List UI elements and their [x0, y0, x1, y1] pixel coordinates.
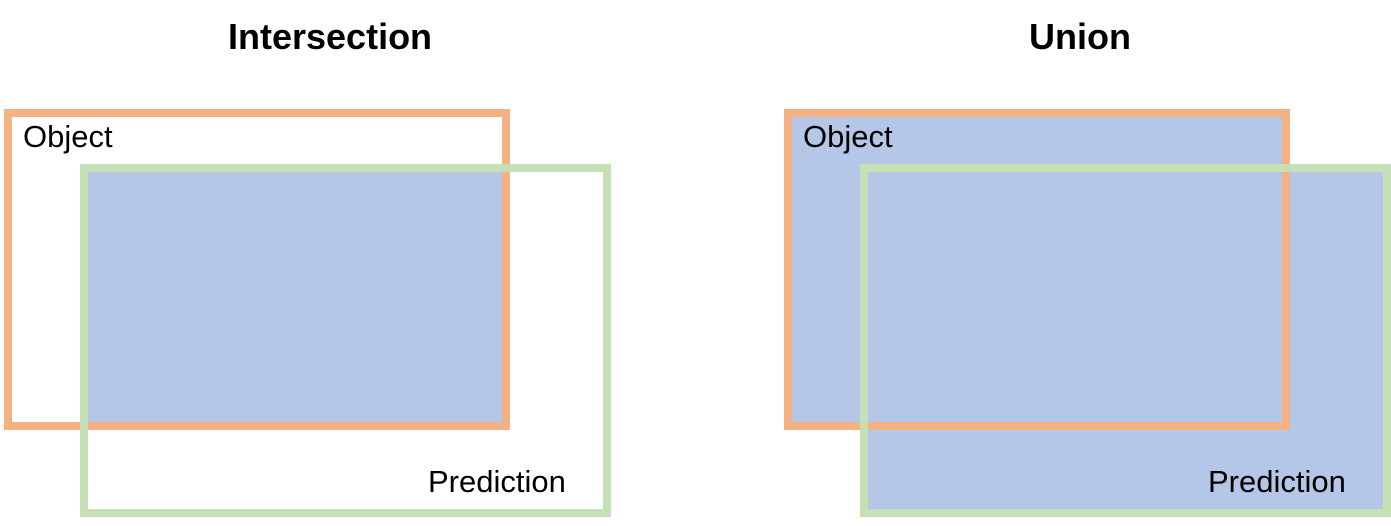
union-title: Union — [1029, 16, 1131, 57]
intersection-object-label: Object — [23, 119, 113, 154]
intersection-object-box — [4, 109, 510, 430]
intersection-prediction-box — [80, 164, 611, 517]
union-object-label: Object — [803, 119, 893, 154]
intersection-panel: Object Prediction — [4, 109, 611, 517]
union-panel: Object Prediction — [784, 109, 1391, 517]
union-object-box — [784, 109, 1290, 430]
intersection-prediction-label: Prediction — [428, 464, 566, 499]
intersection-overlap-fill — [88, 172, 502, 424]
union-prediction-label: Prediction — [1208, 464, 1346, 499]
union-prediction-fill — [864, 168, 1387, 513]
intersection-title: Intersection — [228, 16, 433, 57]
union-prediction-box — [860, 164, 1391, 517]
